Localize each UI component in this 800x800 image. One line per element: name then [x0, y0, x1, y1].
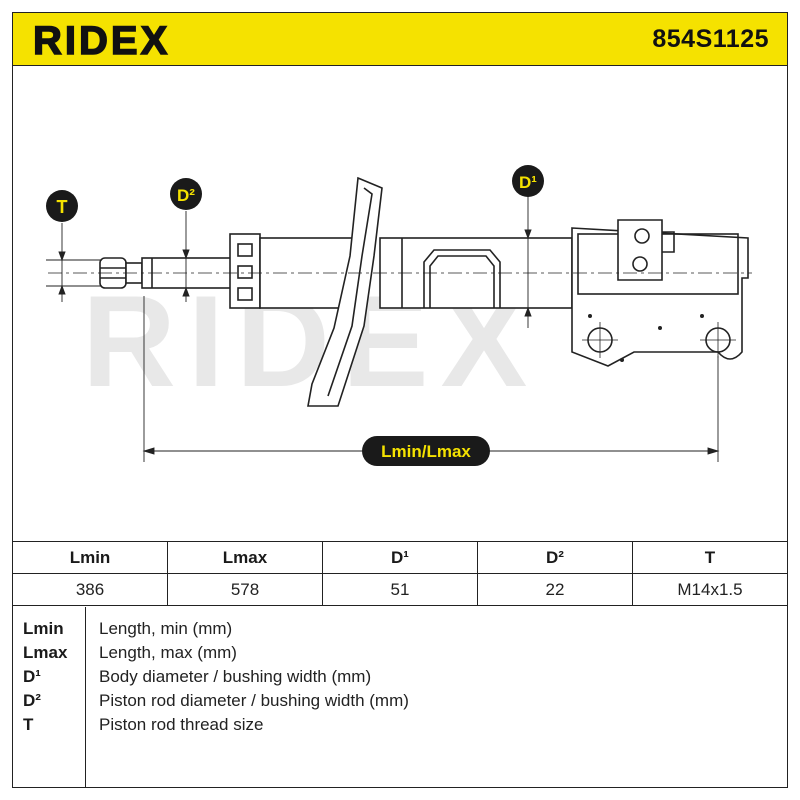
legend-key: Lmin: [23, 619, 64, 638]
spec-value-row: 386 578 51 22 M14x1.5: [12, 573, 788, 606]
legend-description: Length, min (mm): [99, 619, 233, 638]
legend-item: D¹ Body diameter / bushing width (mm): [13, 667, 773, 691]
header-d1: D¹: [322, 541, 478, 574]
spring-seat: [307, 176, 383, 407]
legend-description: Length, max (mm): [99, 643, 237, 662]
legend-key: T: [23, 715, 34, 734]
legend-key: D²: [23, 691, 41, 710]
value-lmax: 578: [167, 573, 323, 606]
legend: Lmin Length, min (mm) Lmax Length, max (…: [12, 607, 788, 788]
legend-item: Lmin Length, min (mm): [13, 619, 773, 643]
legend-description: Piston rod thread size: [99, 715, 264, 734]
label-d1: D¹: [512, 165, 544, 197]
label-length: Lmin/Lmax: [362, 436, 490, 466]
svg-text:D²: D²: [177, 186, 195, 205]
label-d2: D²: [170, 178, 202, 210]
value-t: M14x1.5: [632, 573, 788, 606]
svg-text:T: T: [57, 197, 68, 217]
header-d2: D²: [477, 541, 633, 574]
svg-text:RIDEX: RIDEX: [33, 21, 170, 59]
legend-item: Lmax Length, max (mm): [13, 643, 773, 667]
value-d1: 51: [322, 573, 478, 606]
value-lmin: 386: [12, 573, 168, 606]
spec-table: Lmin Lmax D¹ D² T 386 578 51 22 M14x1.5: [12, 541, 788, 606]
legend-description: Body diameter / bushing width (mm): [99, 667, 372, 686]
svg-text:Lmin/Lmax: Lmin/Lmax: [381, 442, 471, 461]
knuckle-bracket: [571, 227, 749, 367]
ridex-logo: RIDEX: [33, 21, 170, 59]
legend-divider: [85, 607, 86, 787]
header-t: T: [632, 541, 788, 574]
header-bar: RIDEX 854S1125: [12, 12, 788, 66]
part-number: 854S1125: [652, 25, 769, 53]
value-d2: 22: [477, 573, 633, 606]
legend-item: T Piston rod thread size: [13, 715, 773, 739]
header-lmax: Lmax: [167, 541, 323, 574]
legend-key: Lmax: [23, 643, 68, 662]
svg-text:D¹: D¹: [519, 173, 537, 192]
legend-description: Piston rod diameter / bushing width (mm): [99, 691, 409, 710]
header-lmin: Lmin: [12, 541, 168, 574]
label-t: T: [46, 190, 78, 222]
legend-item: D² Piston rod diameter / bushing width (…: [13, 691, 773, 715]
spec-header-row: Lmin Lmax D¹ D² T: [12, 541, 788, 574]
shock-absorber-drawing: RIDEX: [46, 165, 752, 466]
legend-key: D¹: [23, 667, 41, 686]
